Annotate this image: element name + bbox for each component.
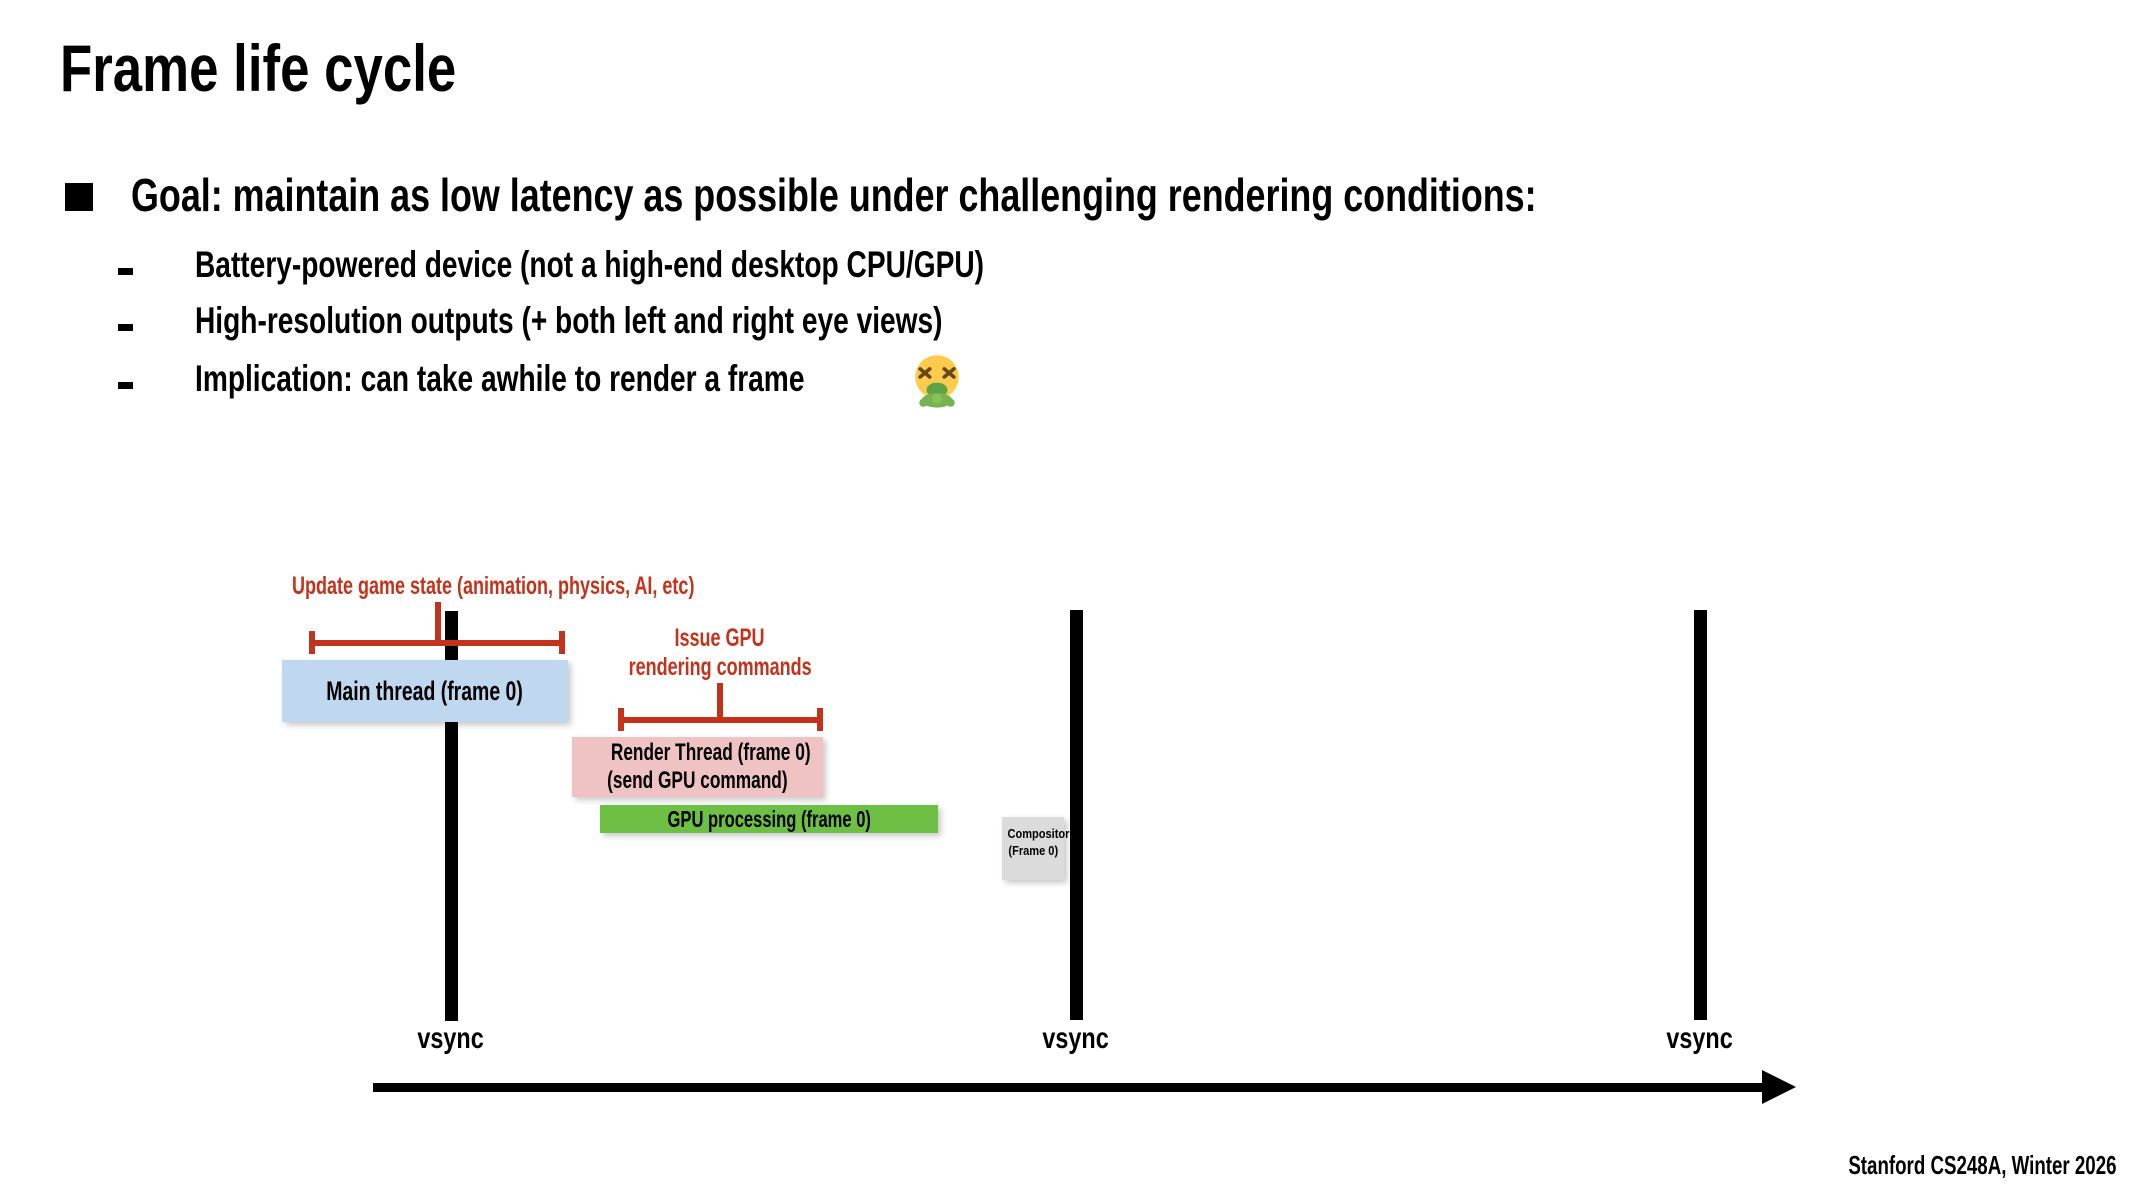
sub-bullet-resolution-text: High-resolution outputs (+ both left and… [195, 300, 943, 341]
vsync-label-3: vsync [1625, 1022, 1775, 1056]
goal-bullet-text: Goal: maintain as low latency as possibl… [131, 169, 1537, 221]
timeline-arrow-head-icon [1762, 1070, 1796, 1104]
main-thread-box: Main thread (frame 0) [282, 660, 568, 722]
render-thread-box-line2: (send GPU command) [607, 767, 788, 794]
vsync-label-2: vsync [1001, 1022, 1151, 1056]
sub-bullet-battery-text: Battery-powered device (not a high-end d… [195, 244, 985, 285]
timeline-arrow-line [373, 1083, 1768, 1092]
gpu-processing-box: GPU processing (frame 0) [600, 805, 938, 833]
issue-bracket-left-tick [618, 708, 624, 731]
vomiting-face-emoji-icon [915, 355, 959, 408]
sub-bullet-resolution: High-resolution outputs (+ both left and… [195, 300, 1179, 342]
vsync-label-1: vsync [376, 1022, 526, 1056]
compositor-box: Compositor (Frame 0) [1002, 817, 1069, 880]
goal-bullet: Goal: maintain as low latency as possibl… [131, 168, 1933, 222]
dash-bullet-icon [118, 324, 133, 331]
update-bracket-left-tick [309, 631, 315, 654]
update-bracket-stem [435, 602, 441, 646]
compositor-box-line2: (Frame 0) [1008, 843, 1058, 858]
compositor-box-line1: Compositor [1007, 826, 1070, 841]
sub-bullet-battery: Battery-powered device (not a high-end d… [195, 244, 1233, 286]
vsync-bar-3 [1694, 610, 1707, 1020]
issue-gpu-label: Issue GPU rendering commands [570, 624, 870, 682]
vsync-label-2-text: vsync [1042, 1022, 1110, 1055]
issue-gpu-label-line1: Issue GPU [674, 624, 766, 652]
main-thread-box-text: Main thread (frame 0) [326, 676, 524, 706]
update-game-state-label: Update game state (animation, physics, A… [292, 572, 851, 601]
vsync-bar-2 [1070, 610, 1083, 1020]
render-thread-box-line1: Render Thread (frame 0) [610, 739, 811, 766]
page-title-text: Frame life cycle [60, 31, 457, 105]
footer-credit-text: Stanford CS248A, Winter 2026 [1848, 1150, 2117, 1180]
issue-bracket-stem [717, 683, 723, 723]
update-bracket-right-tick [559, 631, 565, 654]
dash-bullet-icon [118, 382, 133, 389]
bullet-square-icon [65, 183, 93, 211]
render-thread-box: Render Thread (frame 0) (send GPU comman… [572, 737, 823, 797]
gpu-processing-box-text: GPU processing (frame 0) [667, 806, 871, 832]
dash-bullet-icon [118, 268, 133, 275]
page-title: Frame life cycle [60, 30, 555, 106]
issue-bracket-right-tick [817, 708, 823, 731]
sub-bullet-implication: Implication: can take awhile to render a… [195, 358, 997, 400]
sub-bullet-implication-text: Implication: can take awhile to render a… [195, 358, 805, 399]
issue-gpu-label-line2: rendering commands [628, 653, 812, 681]
footer-credit: Stanford CS248A, Winter 2026 [1744, 1150, 2117, 1181]
update-game-state-label-text: Update game state (animation, physics, A… [292, 572, 695, 600]
vsync-label-3-text: vsync [1666, 1022, 1734, 1055]
vsync-label-1-text: vsync [417, 1022, 485, 1055]
